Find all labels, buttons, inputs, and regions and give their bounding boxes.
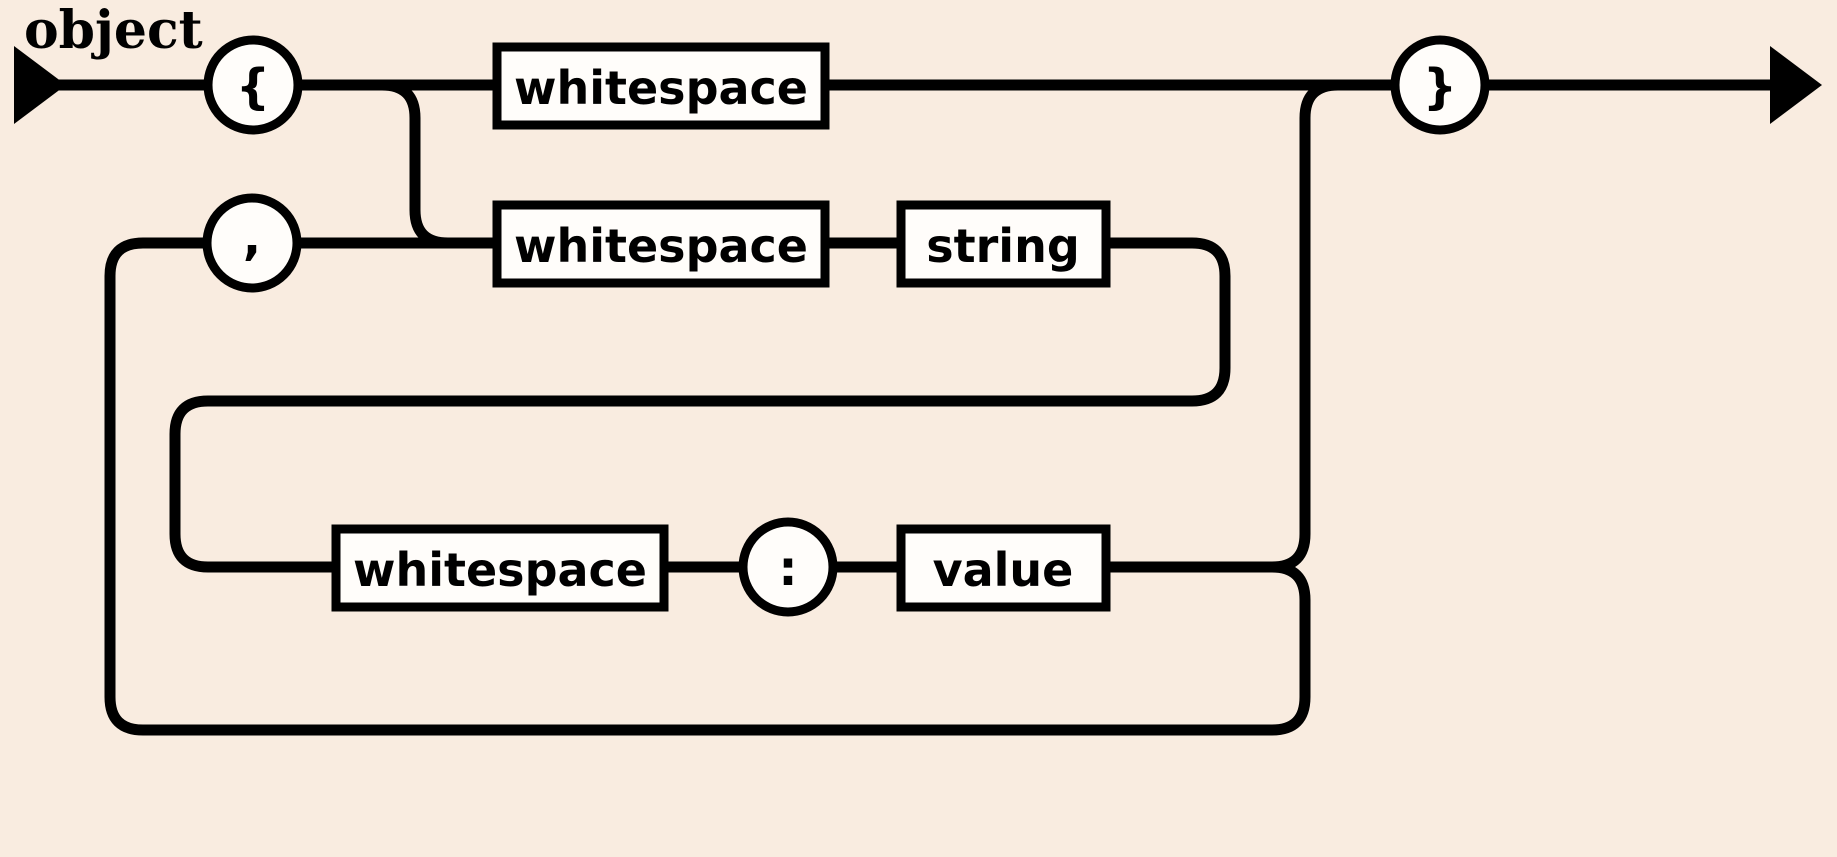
open-brace-circle[interactable] <box>203 35 303 135</box>
rail-branch-down-to-row2 <box>350 79 497 249</box>
value-label: value <box>933 543 1074 597</box>
rail-lines <box>22 79 1812 736</box>
comma-circle[interactable] <box>202 193 302 293</box>
whitespace-bottom-box[interactable] <box>331 524 669 612</box>
terminal-comma[interactable]: , <box>202 193 302 293</box>
close-brace-circle[interactable] <box>1390 35 1490 135</box>
string-label: string <box>926 219 1080 273</box>
colon-label: : <box>778 541 797 597</box>
terminal-open-brace[interactable]: { <box>203 35 303 135</box>
entry-arrow-icon <box>14 46 66 124</box>
whitespace-bottom-label: whitespace <box>353 543 647 597</box>
whitespace-top-label: whitespace <box>514 61 808 115</box>
terminal-colon[interactable]: : <box>738 517 838 617</box>
nonterminal-whitespace-bottom[interactable]: whitespace <box>331 524 669 612</box>
nonterminal-value[interactable]: value <box>896 524 1111 612</box>
nonterminal-string[interactable]: string <box>896 200 1111 288</box>
whitespace-middle-label: whitespace <box>514 219 808 273</box>
colon-circle[interactable] <box>738 517 838 617</box>
whitespace-top-box[interactable] <box>492 42 830 130</box>
string-box[interactable] <box>896 200 1111 288</box>
terminal-close-brace[interactable]: } <box>1390 35 1490 135</box>
value-box[interactable] <box>896 524 1111 612</box>
whitespace-middle-box[interactable] <box>492 200 830 288</box>
comma-label: , <box>243 210 261 266</box>
nonterminal-whitespace-middle[interactable]: whitespace <box>492 200 830 288</box>
rail-string-to-row3-whitespace <box>169 237 1231 573</box>
rail-value-loopback-to-comma <box>104 237 1311 736</box>
nonterminal-whitespace-top[interactable]: whitespace <box>492 42 830 130</box>
exit-arrow-icon <box>1770 46 1822 124</box>
rail-value-to-closebrace-riser <box>1106 79 1395 573</box>
open-brace-label: { <box>236 59 270 115</box>
arrow-heads <box>14 46 1822 124</box>
close-brace-label: } <box>1423 59 1457 115</box>
diagram-title: object <box>24 0 203 61</box>
